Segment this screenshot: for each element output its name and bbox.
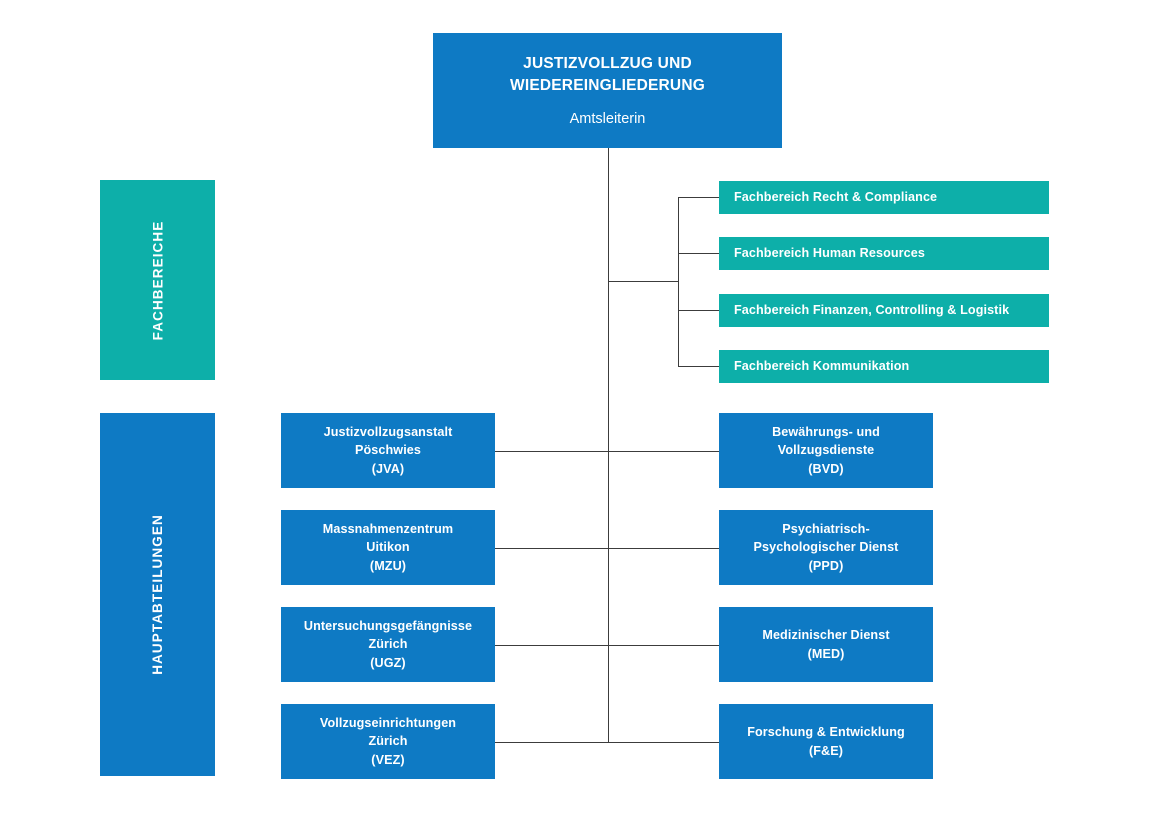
hauptabteilung-line-1: Massnahmenzentrum bbox=[322, 521, 454, 536]
connector-fachbereich-arm-2 bbox=[678, 253, 719, 254]
band-hauptabteilungen: HAUPTABTEILUNGEN bbox=[100, 413, 215, 776]
hauptabteilung-line-1: Medizinischer Dienst bbox=[762, 627, 890, 642]
connector-hauptabteilung-row-3 bbox=[495, 645, 719, 646]
hauptabteilung-node-vez[interactable]: Vollzugseinrichtungen Zürich (VEZ) bbox=[281, 704, 495, 779]
connector-hauptabteilung-row-4 bbox=[495, 742, 719, 743]
hauptabteilung-line-1: Psychiatrisch- bbox=[782, 521, 870, 536]
hauptabteilung-node-med[interactable]: Medizinischer Dienst (MED) bbox=[719, 607, 933, 682]
root-node-justizvollzug[interactable]: JUSTIZVOLLZUG UND WIEDEREINGLIEDERUNG Am… bbox=[433, 33, 782, 148]
hauptabteilung-line-2: Pöschwies bbox=[355, 443, 421, 458]
fachbereich-node-recht-compliance[interactable]: Fachbereich Recht & Compliance bbox=[719, 181, 1049, 214]
root-title-line-2: WIEDEREINGLIEDERUNG bbox=[510, 76, 705, 94]
fachbereich-node-finanzen-controlling-logistik[interactable]: Fachbereich Finanzen, Controlling & Logi… bbox=[719, 294, 1049, 327]
hauptabteilung-line-2: Zürich bbox=[368, 637, 408, 652]
hauptabteilung-line-3: (PPD) bbox=[808, 558, 844, 573]
fachbereich-node-kommunikation[interactable]: Fachbereich Kommunikation bbox=[719, 350, 1049, 383]
fachbereich-node-human-resources[interactable]: Fachbereich Human Resources bbox=[719, 237, 1049, 270]
hauptabteilung-line-1: Justizvollzugsanstalt bbox=[323, 424, 453, 439]
hauptabteilung-line-1: Vollzugseinrichtungen bbox=[319, 715, 457, 730]
connector-fachbereiche-rail bbox=[678, 197, 679, 366]
hauptabteilung-line-2: Psychologischer Dienst bbox=[753, 540, 899, 555]
connector-fachbereich-arm-1 bbox=[678, 197, 719, 198]
connector-fachbereich-arm-4 bbox=[678, 366, 719, 367]
hauptabteilung-node-bvd[interactable]: Bewährungs- und Vollzugsdienste (BVD) bbox=[719, 413, 933, 488]
connector-fachbereiche-stub bbox=[608, 281, 679, 282]
hauptabteilung-line-2: Uitikon bbox=[366, 540, 410, 555]
hauptabteilung-node-ppd[interactable]: Psychiatrisch- Psychologischer Dienst (P… bbox=[719, 510, 933, 585]
hauptabteilung-line-1: Untersuchungsgefängnisse bbox=[303, 618, 473, 633]
hauptabteilung-node-mzu[interactable]: Massnahmenzentrum Uitikon (MZU) bbox=[281, 510, 495, 585]
band-fachbereiche: FACHBEREICHE bbox=[100, 180, 215, 380]
connector-main-trunk bbox=[608, 148, 609, 742]
band-fachbereiche-label: FACHBEREICHE bbox=[150, 220, 165, 340]
hauptabteilung-line-2: (F&E) bbox=[808, 743, 844, 758]
hauptabteilung-line-2: Zürich bbox=[368, 734, 408, 749]
hauptabteilung-line-1: Bewährungs- und bbox=[772, 424, 880, 439]
root-title-line-1: JUSTIZVOLLZUG UND bbox=[523, 54, 692, 72]
hauptabteilung-node-fe[interactable]: Forschung & Entwicklung (F&E) bbox=[719, 704, 933, 779]
root-role-label: Amtsleiterin bbox=[569, 110, 646, 127]
hauptabteilung-line-3: (JVA) bbox=[371, 461, 405, 476]
hauptabteilung-node-ugz[interactable]: Untersuchungsgefängnisse Zürich (UGZ) bbox=[281, 607, 495, 682]
hauptabteilung-node-jva[interactable]: Justizvollzugsanstalt Pöschwies (JVA) bbox=[281, 413, 495, 488]
hauptabteilung-line-1: Forschung & Entwicklung bbox=[747, 724, 905, 739]
hauptabteilung-line-3: (MZU) bbox=[369, 558, 407, 573]
connector-hauptabteilung-row-2 bbox=[495, 548, 719, 549]
connector-hauptabteilung-row-1 bbox=[495, 451, 719, 452]
hauptabteilung-line-2: Vollzugsdienste bbox=[777, 443, 875, 458]
hauptabteilung-line-3: (VEZ) bbox=[371, 752, 405, 767]
hauptabteilung-line-3: (BVD) bbox=[808, 461, 844, 476]
connector-fachbereich-arm-3 bbox=[678, 310, 719, 311]
fachbereich-label: Fachbereich Recht & Compliance bbox=[734, 189, 938, 204]
hauptabteilung-line-2: (MED) bbox=[807, 646, 845, 661]
fachbereich-label: Fachbereich Finanzen, Controlling & Logi… bbox=[734, 302, 1010, 317]
fachbereich-label: Fachbereich Kommunikation bbox=[734, 358, 910, 373]
fachbereich-label: Fachbereich Human Resources bbox=[734, 245, 925, 260]
band-hauptabteilungen-label: HAUPTABTEILUNGEN bbox=[150, 514, 166, 675]
hauptabteilung-line-3: (UGZ) bbox=[370, 655, 406, 670]
